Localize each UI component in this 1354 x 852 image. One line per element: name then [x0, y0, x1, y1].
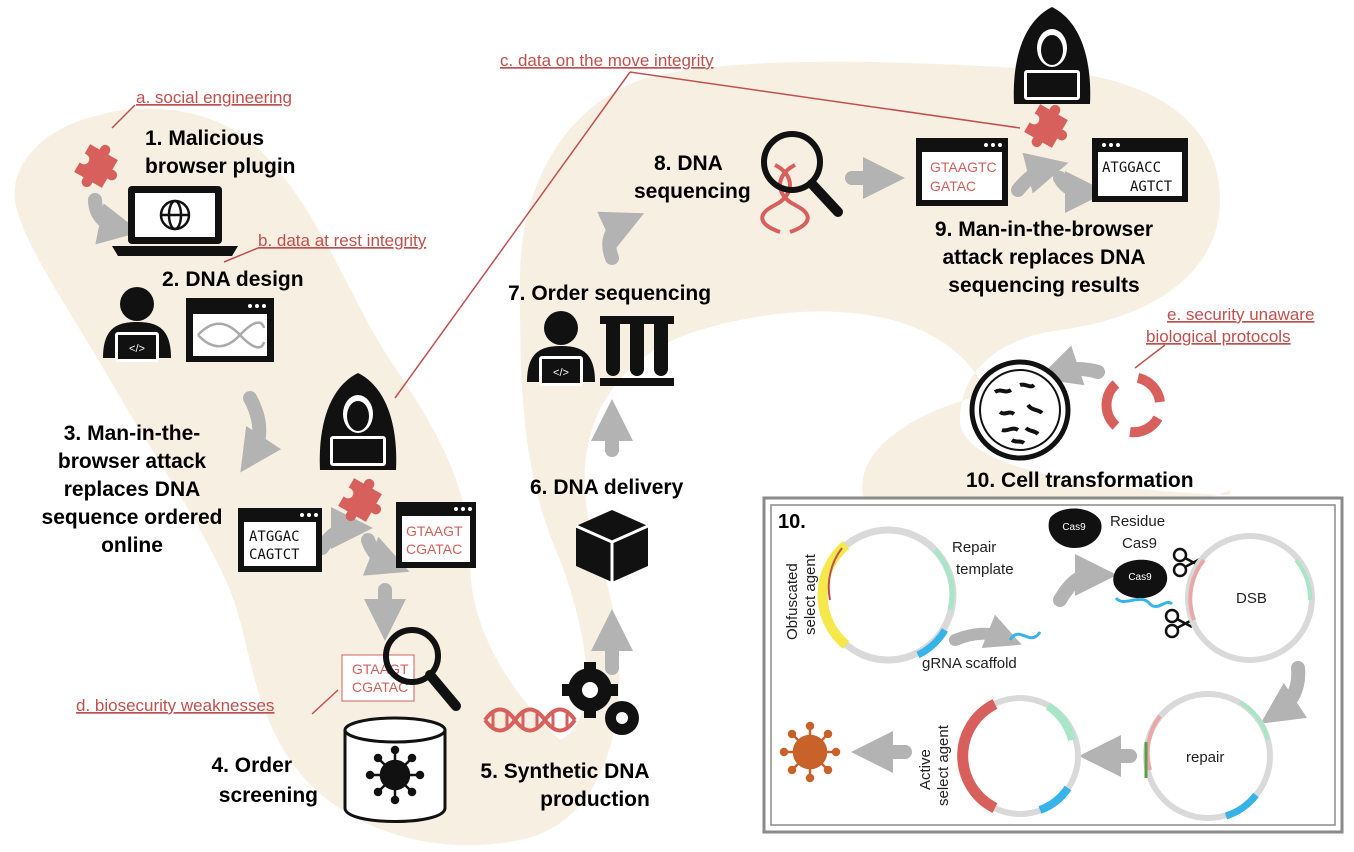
order-original-seq-line1: ATGGAC: [249, 529, 300, 545]
risk-e-label-line2: biological protocols: [1146, 327, 1291, 346]
repair-template-label-line2: template: [956, 561, 1014, 578]
step9-label-line2: attack replaces DNA: [942, 246, 1145, 269]
arrow-3-out2: [361, 533, 410, 576]
browser-window-icon: [238, 508, 322, 572]
cas9-complex-tag: Cas9: [1128, 572, 1152, 583]
step10-label: 10. Cell transformation: [966, 469, 1194, 492]
arrow-7-8: [597, 211, 645, 265]
arrow-3-out1: [315, 507, 373, 555]
risk-e-label-line1: e. security unaware: [1167, 305, 1314, 324]
step9-label-line3: sequencing results: [948, 274, 1139, 297]
browser-window-icon: [186, 298, 274, 362]
magnifier-icon: [761, 131, 843, 217]
attack-path-band: [14, 61, 1230, 846]
virus-icon: [365, 745, 425, 805]
seq-result-fake-line2: AGTCT: [1130, 179, 1173, 195]
screen-seq-line1: GTAAGT: [352, 661, 409, 677]
step3-label-line5: online: [101, 534, 163, 557]
risk-a-label: a. social engineering: [136, 88, 292, 107]
repaired-plasmid: [1143, 691, 1273, 821]
step2-label: 2. DNA design: [162, 268, 304, 291]
order-original-seq-line2: CAGTCT: [249, 547, 300, 563]
browser-window-icon: [916, 138, 1008, 206]
arrow-1-2: [88, 193, 141, 245]
inset-number: 10.: [778, 511, 806, 533]
leader-c2: [629, 71, 1021, 129]
active-label-line1: Active: [917, 749, 934, 790]
arrow-9-b: [1053, 170, 1107, 213]
obfuscated-label-line2: select agent: [802, 553, 819, 635]
dsb-plasmid: [1185, 533, 1315, 663]
globe-icon: [159, 199, 191, 231]
obfuscated-plasmid: [817, 526, 957, 664]
virus-icon: [779, 721, 841, 783]
order-tampered-seq-line1: GTAAGT: [406, 523, 463, 539]
screen-seq-line2: CGATAC: [352, 679, 408, 695]
browser-window-icon: [396, 502, 476, 568]
leader-e: [1134, 344, 1166, 369]
test-tubes-icon: [600, 316, 674, 386]
active-label-line2: select agent: [935, 724, 952, 806]
step7-label: 7. Order sequencing: [508, 282, 711, 305]
order-tampered-seq-line2: CGATAC: [406, 541, 462, 557]
cas9-residue-tag: Cas9: [1062, 522, 1086, 533]
leader-d: [311, 689, 339, 715]
obfuscated-label-line1: Obfuscated: [784, 563, 801, 640]
step5-label-line1: 5. Synthetic DNA: [480, 760, 649, 783]
arrow-dsb-repair: [1260, 661, 1308, 724]
petri-dish-icon: [969, 359, 1071, 461]
risk-d-label: d. biosecurity weaknesses: [76, 696, 274, 715]
residue-cas9-label-line1: Residue: [1110, 513, 1165, 530]
leader-a: [111, 104, 136, 129]
residue-cas9-label-line2: Cas9: [1122, 535, 1157, 552]
dna-icon: [760, 163, 810, 234]
step8-label-line1: 8. DNA: [654, 152, 723, 175]
hacker-icon: [1013, 7, 1091, 104]
package-icon: [575, 510, 649, 582]
grna-scaffold-strand: [1008, 631, 1042, 641]
cas9-protein-residue: [1048, 508, 1102, 548]
repair-label: repair: [1186, 749, 1224, 766]
step3-label-line4: sequence ordered: [42, 506, 223, 529]
step3-label-line2: browser attack: [58, 450, 207, 473]
grna-arrow: [949, 614, 1022, 649]
arrow-plasmid-cell: [1038, 345, 1105, 386]
arrow-to-cas9: [1053, 554, 1117, 607]
leader-c1: [394, 71, 631, 399]
grna-scaffold-label: gRNA scaffold: [922, 655, 1017, 672]
magnifier-icon: [383, 627, 461, 711]
cas9-protein-complex: [1113, 559, 1174, 609]
step1-label-line1: 1. Malicious: [145, 127, 264, 150]
arrow-9-a: [1011, 152, 1069, 197]
plasmid-icon: [1101, 373, 1165, 438]
step4-label-line1: 4. Order: [211, 754, 292, 777]
gears-icon: [562, 662, 639, 735]
seq-result-fake-line1: ATGGACC: [1102, 160, 1161, 176]
step3-label-line1: 3. Man-in-the-: [64, 422, 201, 445]
seq-result-true-line1: GTAAGTC: [930, 159, 997, 175]
step3-label-line3: replaces DNA: [64, 478, 201, 501]
step4-label-line2: screening: [219, 784, 318, 807]
step8-label-line2: sequencing: [634, 180, 751, 203]
arrow-2-3: [240, 391, 282, 473]
risk-b-label: b. data at rest integrity: [258, 231, 427, 250]
inset-panel: [762, 496, 1344, 834]
step6-label: 6. DNA delivery: [530, 476, 684, 499]
repair-template-label-line1: Repair: [952, 539, 996, 556]
leader-b: [223, 247, 259, 263]
dsb-label: DSB: [1236, 590, 1267, 607]
risk-c-label: c. data on the move integrity: [500, 51, 714, 70]
step1-label-line2: browser plugin: [145, 155, 296, 178]
active-plasmid: [957, 695, 1081, 817]
seq-result-true-line2: GATAC: [930, 178, 976, 194]
step9-label-line1: 9. Man-in-the-browser: [935, 218, 1153, 241]
step5-label-line2: production: [540, 788, 650, 811]
browser-window-icon: [1092, 138, 1188, 202]
